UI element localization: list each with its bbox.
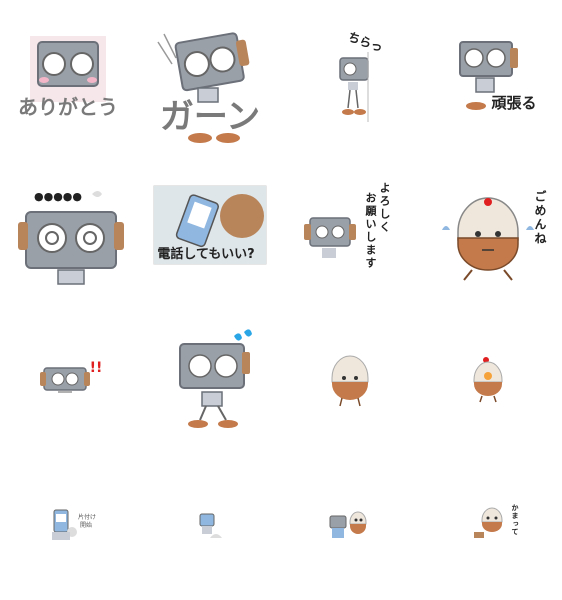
sticker-label-katazuke: 片付け: [78, 514, 97, 521]
sticker-chira[interactable]: ちらっ: [290, 28, 422, 160]
sticker-sweat[interactable]: [148, 316, 280, 448]
egg-flower-icon: [473, 357, 503, 403]
sticker-egg-stand[interactable]: [290, 316, 422, 448]
sticker-label-onegai: お願いします: [364, 192, 377, 270]
robot-sweat-icon: [179, 329, 252, 428]
sticker-arigatou[interactable]: ありがとう: [8, 28, 140, 160]
sticker-label-chira: ちらっ: [346, 30, 385, 55]
sticker-gaan[interactable]: ガーン: [148, 28, 280, 160]
robot-small-icon: [199, 513, 222, 538]
sticker-duo[interactable]: [290, 460, 422, 592]
sticker-yoroshiku[interactable]: よろしく お願いします: [290, 172, 422, 304]
phone-photo-icon: 電話してもいい?: [153, 185, 267, 265]
sticker-gomenne[interactable]: ごめんね: [428, 172, 560, 304]
sticker-exclaim[interactable]: !!: [8, 316, 140, 448]
sticker-denwa[interactable]: 電話してもいい?: [148, 172, 280, 304]
sticker-kamatte[interactable]: かまって: [428, 460, 560, 592]
robot-peek-icon: ちらっ: [339, 30, 385, 122]
robot-cleanup-icon: [52, 509, 77, 540]
sticker-label-kaishi: 開始: [80, 522, 93, 529]
robot-egg-duo-icon: [329, 511, 367, 538]
sticker-dots[interactable]: ●●●●●: [8, 172, 140, 304]
robot-cheer-icon: 頑張る: [459, 41, 537, 112]
robot-surprised-icon: !!: [40, 360, 103, 393]
sticker-katazuke[interactable]: 片付け 開始: [8, 460, 140, 592]
sticker-label-exclaim: !!: [90, 360, 103, 376]
sticker-label-yoroshiku: よろしく: [378, 182, 391, 234]
sticker-label-gomenne: ごめんね: [533, 190, 547, 246]
sticker-label-ganbaru: 頑張る: [490, 94, 536, 112]
sticker-robot-small[interactable]: [148, 460, 280, 592]
egg-sorry-icon: [442, 197, 534, 281]
robot-bow-icon: [304, 217, 356, 258]
sticker-label-gaan: ガーン: [160, 97, 260, 137]
robot-shocked-icon: ガーン: [157, 32, 260, 143]
sticker-label-dots: ●●●●●: [34, 190, 82, 203]
sticker-label-denwa: 電話してもいい?: [157, 246, 254, 262]
egg-stand-icon: [331, 355, 369, 407]
robot-speechless-icon: ●●●●●: [18, 190, 124, 285]
sticker-ganbaru[interactable]: 頑張る: [428, 28, 560, 160]
sticker-label-arigatou: ありがとう: [18, 95, 118, 119]
robot-thanks-icon: ありがとう: [18, 36, 118, 119]
sticker-egg-flower[interactable]: [428, 316, 560, 448]
egg-lonely-icon: [474, 507, 503, 538]
sticker-label-kamatte: かまって: [511, 504, 519, 536]
